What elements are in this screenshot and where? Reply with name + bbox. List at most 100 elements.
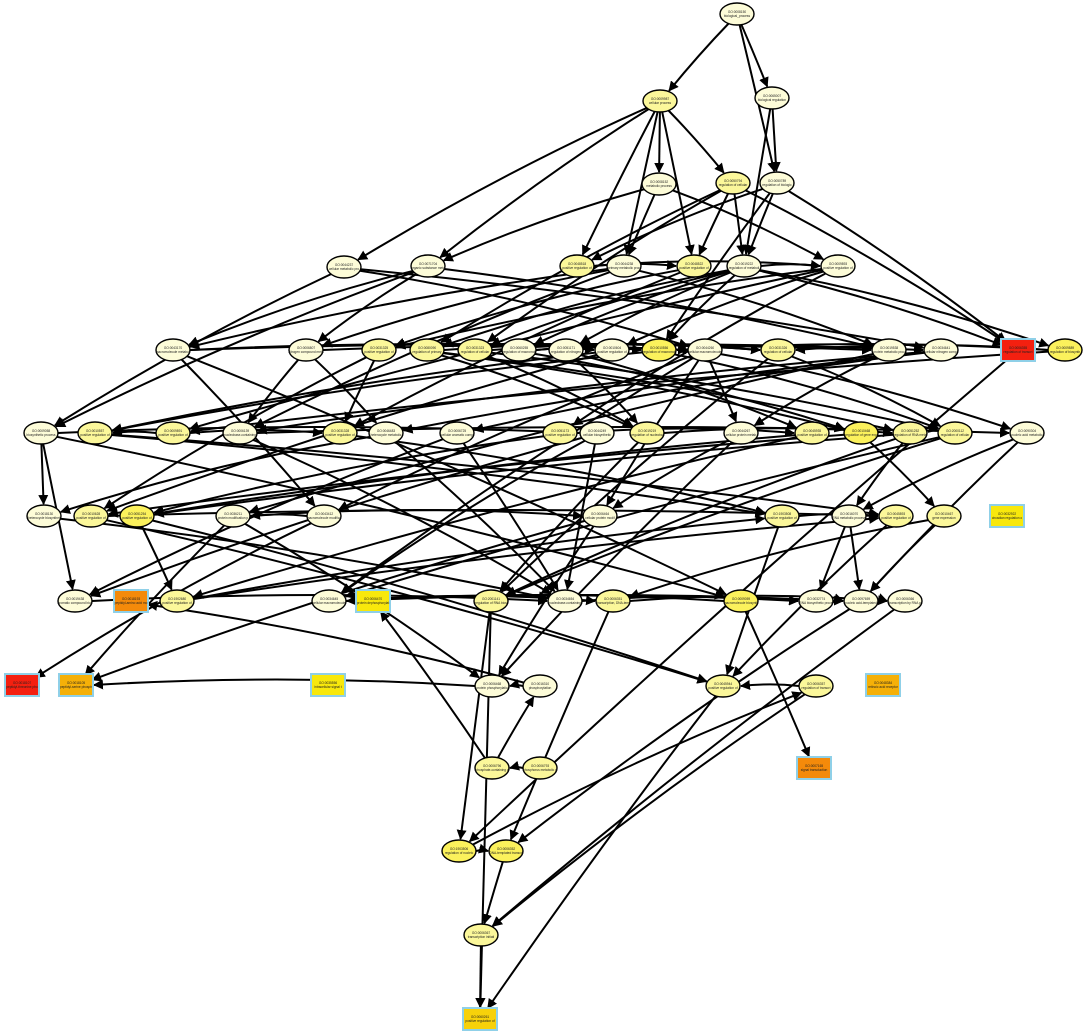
term-id-label: GO:0034654 [556,597,574,601]
term-name-label: peptidyl-threonine pho [6,685,38,689]
term-ellipse [306,504,342,528]
edge-n43-n58 [505,437,941,597]
term-ellipse [522,674,558,698]
term-ellipse [474,756,510,780]
term-id-label: GO:0018105 [67,681,85,685]
term-ellipse [676,254,712,278]
term-name-label: transcription initiati [468,935,495,939]
term-name-label: regulation of cellular [461,350,490,354]
edge-n70-n69 [509,760,524,771]
edge-n62-n63 [832,593,844,604]
term-name-label: positive regulation of [158,433,187,437]
term-ellipse [222,421,258,445]
edge-n67-n99 [486,695,717,1010]
term-name-label: nucleic acid metabolic [1011,433,1043,437]
edge-n61-n96 [744,611,811,758]
term-id-label: GO:0048522 [685,262,703,266]
